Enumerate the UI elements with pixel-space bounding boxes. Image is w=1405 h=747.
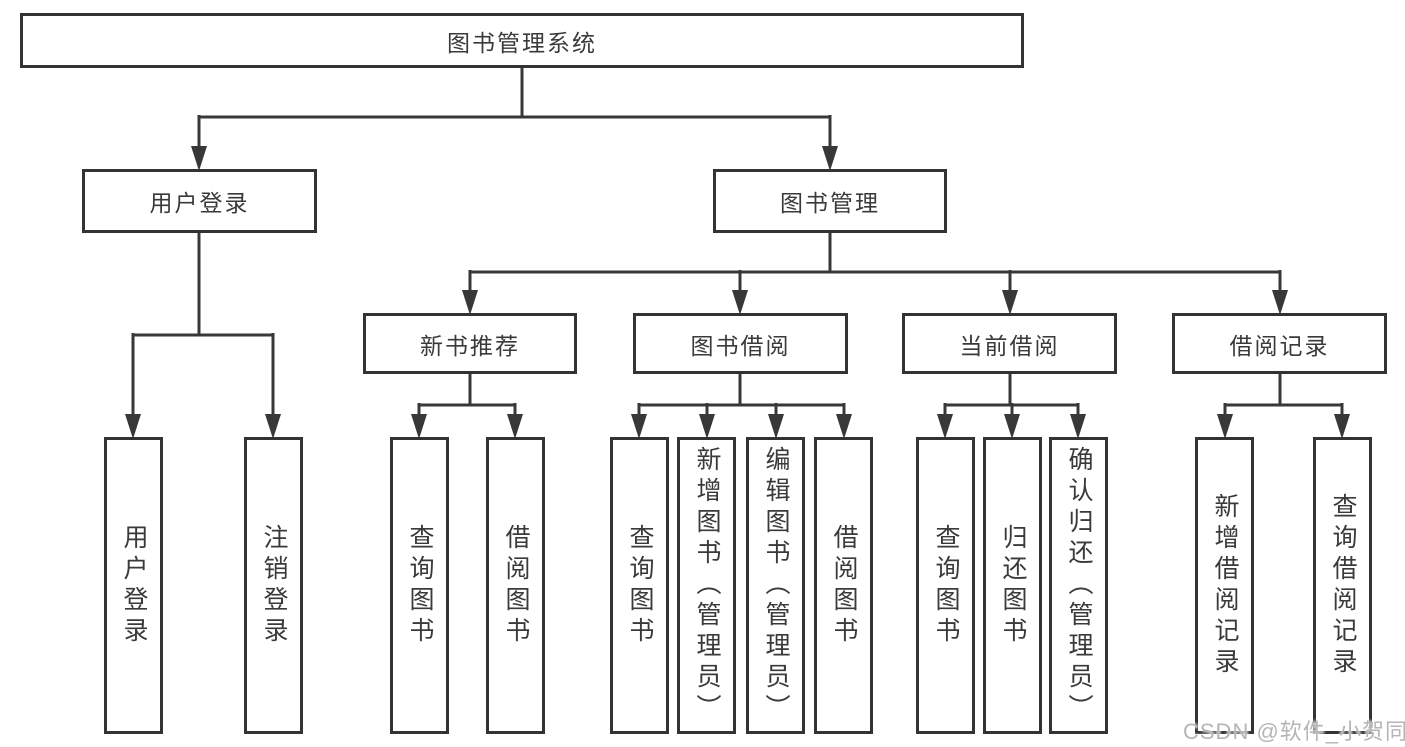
node-query-books-borrowing: 查询图书 — [610, 437, 669, 734]
node-label: 查询图书 — [406, 523, 434, 648]
watermark: CSDN @软件_小贺同学 — [1183, 719, 1405, 744]
node-label: 借阅记录 — [1229, 332, 1330, 359]
node-return-books: 归还图书 — [983, 437, 1042, 734]
node-edit-book-admin: 编辑图书（管理员） — [746, 437, 805, 734]
node-label: 当前借阅 — [959, 332, 1060, 359]
node-label: 查询图书 — [932, 523, 960, 648]
node-label: 注销登录 — [260, 523, 288, 648]
node-label: 归还图书 — [999, 523, 1027, 648]
node-library-management-system: 图书管理系统 — [20, 13, 1024, 68]
node-borrowing-records: 借阅记录 — [1172, 313, 1387, 374]
node-label: 查询借阅记录 — [1329, 492, 1357, 679]
node-user-login-leaf: 用户登录 — [104, 437, 163, 734]
node-label: 确认归还（管理员） — [1065, 446, 1093, 725]
node-add-borrow-record: 新增借阅记录 — [1195, 437, 1254, 734]
node-label: 图书管理系统 — [447, 29, 597, 56]
node-query-books-current: 查询图书 — [916, 437, 975, 734]
node-logout-leaf: 注销登录 — [244, 437, 303, 734]
node-current-borrowing: 当前借阅 — [902, 313, 1117, 374]
node-query-books-recommend: 查询图书 — [390, 437, 449, 734]
node-label: 用户登录 — [149, 190, 250, 216]
node-label: 查询图书 — [626, 523, 654, 648]
node-add-book-admin: 新增图书（管理员） — [677, 437, 736, 734]
node-label: 新增图书（管理员） — [693, 446, 721, 725]
node-label: 用户登录 — [120, 523, 148, 648]
node-label: 新增借阅记录 — [1211, 492, 1239, 679]
node-borrow-books-borrowing: 借阅图书 — [814, 437, 873, 734]
node-label: 图书借阅 — [690, 332, 791, 359]
node-confirm-return-admin: 确认归还（管理员） — [1049, 437, 1108, 734]
node-label: 编辑图书（管理员） — [762, 446, 790, 725]
node-book-borrowing: 图书借阅 — [633, 313, 848, 374]
node-label: 图书管理 — [780, 190, 880, 216]
node-label: 借阅图书 — [830, 523, 858, 648]
node-query-borrow-record: 查询借阅记录 — [1313, 437, 1372, 734]
node-new-book-recommendation: 新书推荐 — [363, 313, 577, 374]
node-user-login: 用户登录 — [82, 169, 317, 233]
node-book-management: 图书管理 — [713, 169, 947, 233]
node-borrow-books-recommend: 借阅图书 — [486, 437, 545, 734]
node-label: 借阅图书 — [502, 523, 530, 648]
node-label: 新书推荐 — [420, 332, 520, 359]
